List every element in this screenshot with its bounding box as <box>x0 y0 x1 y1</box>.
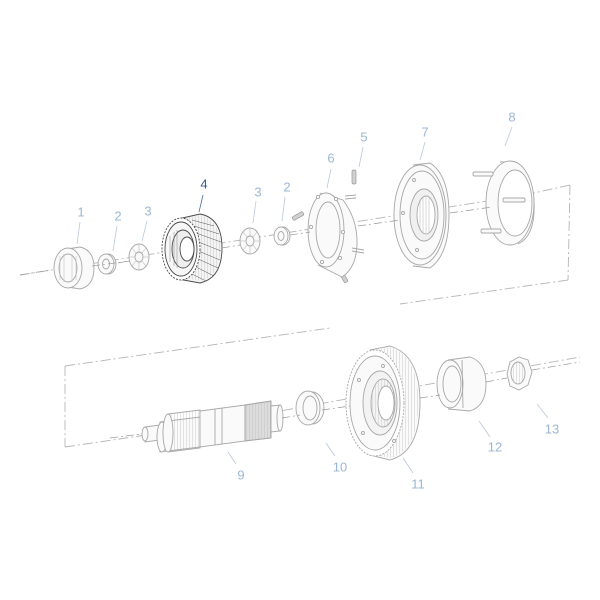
callout-12[interactable]: 12 <box>487 439 503 455</box>
callout-1[interactable]: 1 <box>77 204 85 220</box>
lower-assembly-frame <box>64 327 581 448</box>
callout-4-selected[interactable]: 4 <box>200 176 208 192</box>
part-4-helical-gear[interactable] <box>161 213 223 284</box>
callout-5[interactable]: 5 <box>360 129 368 145</box>
part-1-needle-bearing[interactable] <box>53 246 95 290</box>
callout-6[interactable]: 6 <box>327 150 335 166</box>
callout-7[interactable]: 7 <box>421 124 429 140</box>
callout-9[interactable]: 9 <box>237 467 245 483</box>
part-10-bearing-race[interactable] <box>295 390 325 426</box>
callout-2-second[interactable]: 2 <box>283 179 291 195</box>
part-11-large-gear[interactable] <box>345 345 421 461</box>
part-3-bearing-cage[interactable] <box>128 243 150 271</box>
part-12-bearing-cup[interactable] <box>436 356 487 412</box>
assembly-axis-lines <box>19 206 581 439</box>
callout-11[interactable]: 11 <box>411 476 425 492</box>
part-8-stud-ring[interactable] <box>472 160 535 246</box>
part-13-nut[interactable] <box>506 356 533 391</box>
callout-13[interactable]: 13 <box>544 421 560 437</box>
callout-3-second[interactable]: 3 <box>254 184 262 200</box>
part-2-washer-b[interactable] <box>273 226 291 246</box>
part-9-shaft[interactable] <box>141 400 284 453</box>
part-2-washer[interactable] <box>97 253 117 275</box>
part-7-synchro-sleeve[interactable] <box>393 162 450 269</box>
part-6-hub-ring[interactable] <box>307 192 365 278</box>
callout-10[interactable]: 10 <box>332 459 348 475</box>
part-3-bearing-cage-b[interactable] <box>239 227 261 255</box>
callout-8[interactable]: 8 <box>508 109 516 125</box>
callout-leader-lines <box>76 126 549 474</box>
callout-2[interactable]: 2 <box>114 208 122 224</box>
callout-3[interactable]: 3 <box>144 203 152 219</box>
